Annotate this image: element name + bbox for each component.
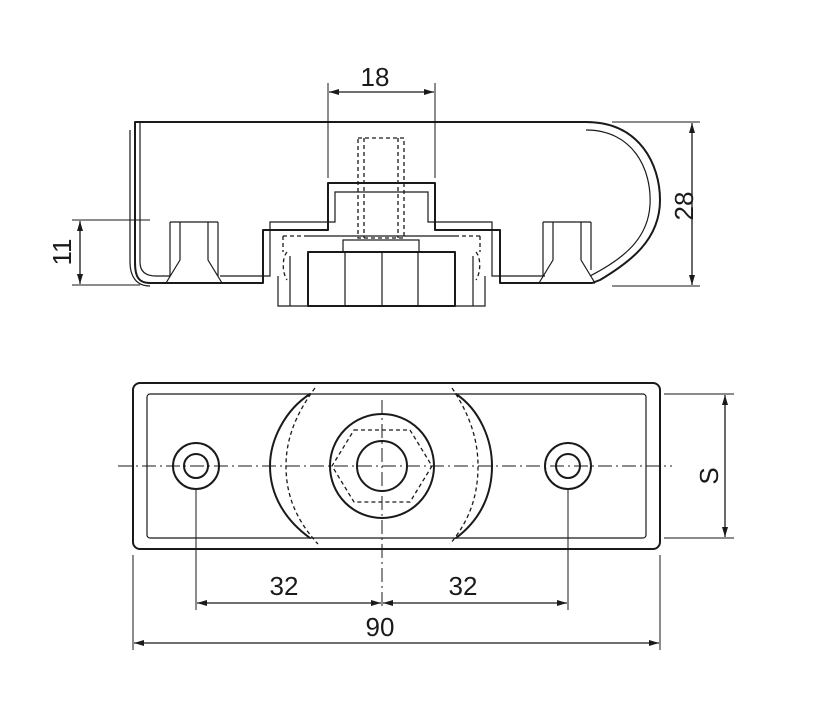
side-view-left-hole — [165, 221, 223, 284]
dim-90: 90 — [134, 612, 659, 646]
dim-11-label: 11 — [47, 239, 77, 266]
side-view-right-inner — [585, 129, 651, 277]
dim-32-right: 32 — [383, 571, 567, 606]
dim-32-right-label: 32 — [449, 571, 478, 601]
dim-18: 18 — [327, 62, 436, 178]
side-view-inner-contour — [220, 191, 545, 277]
plan-view: 32 32 90 S — [118, 382, 734, 650]
side-view-body-outline — [134, 121, 661, 284]
side-view-hidden-nut — [282, 235, 481, 281]
dim-s-label: S — [694, 467, 724, 484]
dim-32-left-label: 32 — [270, 571, 299, 601]
side-view-nut — [277, 235, 486, 307]
side-view-left-inner — [139, 122, 170, 277]
dim-11: 11 — [47, 219, 150, 286]
side-view: 18 28 11 — [47, 62, 700, 307]
dim-28-label: 28 — [669, 192, 699, 221]
dim-32-left: 32 — [197, 571, 381, 606]
dim-18-label: 18 — [361, 62, 390, 92]
side-view-hidden-stud — [357, 137, 405, 239]
side-view-left-edge — [129, 130, 151, 287]
dim-28: 28 — [612, 121, 700, 287]
dim-90-label: 90 — [366, 612, 395, 642]
dim-s: S — [664, 393, 734, 539]
side-view-right-hole — [538, 221, 596, 284]
